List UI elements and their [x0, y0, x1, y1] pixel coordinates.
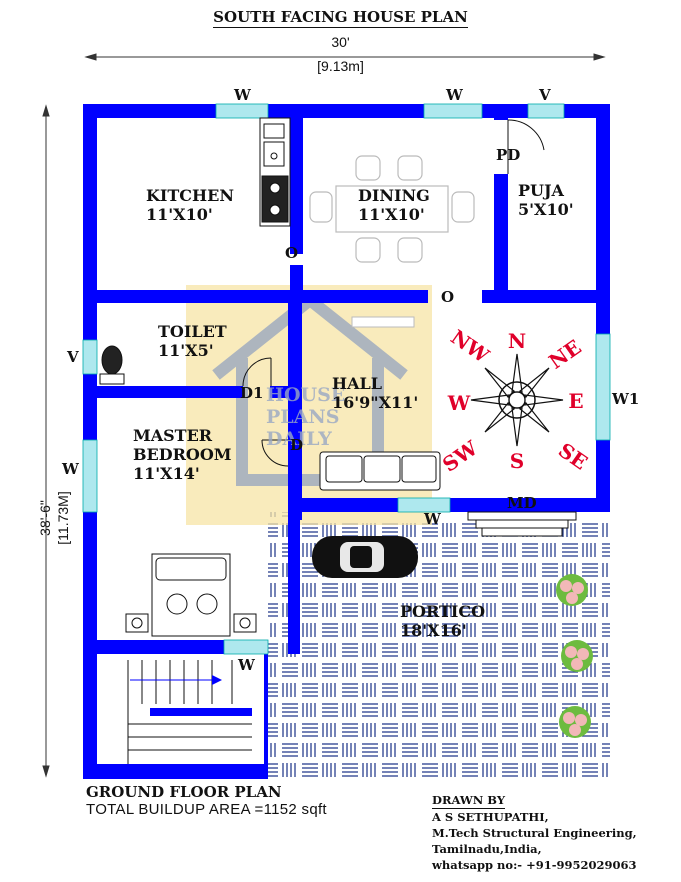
- car: [312, 536, 418, 578]
- opening-label-dining: O: [441, 288, 455, 306]
- footer-left: GROUND FLOOR PLAN TOTAL BUILDUP AREA =11…: [86, 783, 327, 818]
- kitchen-counter: [259, 117, 291, 227]
- portico-size: 18'X16': [400, 621, 467, 640]
- room-toilet: TOILET 11'X5': [158, 322, 227, 360]
- door-label-d1: D1: [240, 384, 264, 402]
- author-location: Tamilnadu,India,: [432, 842, 542, 856]
- author-contact: whatsapp no:- +91-9952029063: [432, 858, 637, 872]
- walls: [83, 104, 610, 779]
- room-hall: HALL 16'9"X11': [332, 374, 418, 412]
- master-size: 11'X14': [133, 464, 200, 483]
- bed: [125, 553, 257, 637]
- door-d1: [242, 357, 272, 387]
- puja-size: 5'X10': [518, 200, 574, 219]
- watermark-text: HOUSE PLANS DAILY: [266, 384, 345, 450]
- master-name-1: MASTER: [133, 426, 213, 445]
- watermark-line-2: PLANS: [266, 406, 340, 428]
- dining-size: 11'X10': [358, 205, 425, 224]
- toilet-name: TOILET: [158, 322, 227, 341]
- door-d: [261, 439, 289, 467]
- compass-ne: NE: [544, 335, 585, 374]
- watermark-line-1: HOUSE: [266, 384, 346, 406]
- kitchen-size: 11'X10': [146, 205, 213, 224]
- width-m-label: [9.13m]: [317, 58, 364, 74]
- room-kitchen: KITCHEN 11'X10': [146, 186, 234, 224]
- drawn-by-heading: DRAWN BY: [432, 793, 506, 809]
- compass-e: E: [568, 389, 583, 413]
- window-label-dining: W: [446, 86, 463, 104]
- width-ft-label: 30': [331, 34, 350, 50]
- hall-sofa: [319, 451, 441, 491]
- hall-name: HALL: [332, 374, 383, 393]
- ventilator-label-toilet: V: [67, 348, 79, 366]
- dining-table: [309, 155, 475, 263]
- puja-name: PUJA: [518, 181, 564, 200]
- compass-nw: NW: [446, 325, 494, 368]
- room-portico: PORTICO 18'X16': [400, 602, 485, 640]
- main-door-steps: [467, 511, 577, 537]
- compass-se: SE: [554, 438, 592, 475]
- window-label-hall: W: [424, 510, 441, 528]
- tv-unit: [351, 316, 415, 328]
- hall-size: 16'9"X11': [332, 393, 419, 412]
- buildup-area: TOTAL BUILDUP AREA =1152 sqft: [86, 801, 327, 818]
- puja-door: [507, 119, 545, 174]
- toilet-fixture: [99, 345, 125, 385]
- door-label-pd: PD: [496, 146, 521, 164]
- window-label-kitchen: W: [234, 86, 251, 104]
- compass-sw: SW: [438, 436, 482, 477]
- portico-name: PORTICO: [400, 602, 486, 621]
- master-name-2: BEDROOM: [133, 445, 232, 464]
- room-master-bedroom: MASTER BEDROOM 11'X14': [133, 426, 231, 483]
- kitchen-name: KITCHEN: [146, 186, 234, 205]
- compass-s: S: [510, 449, 524, 473]
- toilet-size: 11'X5': [158, 341, 214, 360]
- dining-name: DINING: [358, 186, 430, 205]
- plan-name: GROUND FLOOR PLAN: [86, 783, 282, 801]
- author-qualification: M.Tech Structural Engineering,: [432, 826, 637, 840]
- room-puja: PUJA 5'X10': [518, 181, 574, 219]
- watermark-line-3: DAILY: [266, 428, 332, 450]
- compass-n: N: [508, 329, 526, 353]
- door-label-md: MD: [507, 494, 537, 512]
- compass-w: W: [447, 391, 471, 415]
- opening-label-kitchen: O: [285, 244, 299, 262]
- drawn-by-block: DRAWN BY A S SETHUPATHI, M.Tech Structur…: [432, 792, 637, 873]
- ventilator-label-puja: V: [539, 86, 551, 104]
- plan-title: SOUTH FACING HOUSE PLAN: [213, 8, 468, 28]
- staircase: [127, 660, 252, 764]
- window-label-stair: W: [238, 656, 255, 674]
- windows: [82, 103, 611, 655]
- window-label-w1: W1: [612, 390, 640, 408]
- dimension-lines: [42, 53, 606, 778]
- room-dining: DINING 11'X10': [358, 186, 430, 224]
- author-name: A S SETHUPATHI,: [432, 810, 549, 824]
- compass-rose: [470, 353, 564, 447]
- window-label-bedroom: W: [62, 460, 79, 478]
- door-label-d: D: [290, 436, 304, 454]
- plants: [556, 574, 593, 738]
